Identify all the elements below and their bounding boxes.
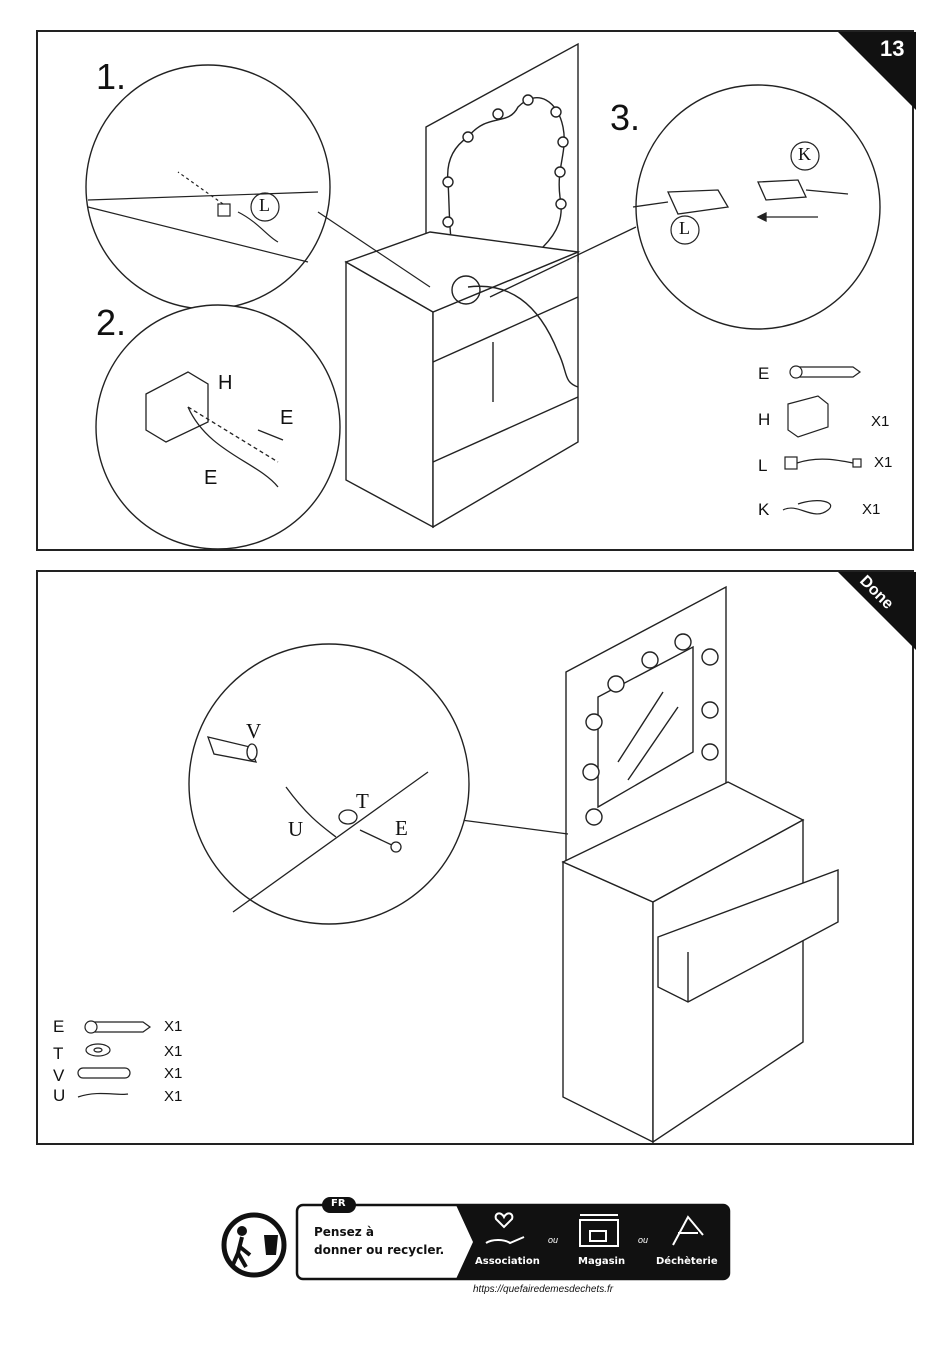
callout-t: T (356, 789, 369, 814)
step-13-illustration (38, 32, 916, 553)
part-t-qty: X1 (164, 1043, 182, 1060)
part-u-qty: X1 (164, 1088, 182, 1105)
option-decheterie: Déchèterie (656, 1256, 718, 1267)
step-3-callout-l: L (679, 218, 690, 239)
step-13-panel: 13 1. 2. 3. L H E E K L E H X1 L X1 K X1 (36, 30, 914, 551)
recycling-url[interactable]: https://quefairedemesdechets.fr (473, 1284, 613, 1295)
step-1-callout-l: L (259, 195, 270, 216)
wall-anchor-detail (189, 644, 469, 924)
message-line-2: donner ou recycler. (314, 1243, 444, 1257)
part-v-qty: X1 (164, 1065, 182, 1082)
part-e-qty: X1 (164, 1018, 182, 1035)
callout-u: U (288, 817, 303, 842)
finished-vanity-drawing (563, 587, 838, 1142)
part-e-letter: E (53, 1017, 64, 1037)
detail-circle-1 (86, 65, 330, 309)
step-3-label: 3. (610, 97, 640, 139)
part-k-letter: K (758, 500, 769, 520)
part-h-qty: X1 (871, 413, 889, 430)
step-2-callout-e2: E (204, 467, 217, 490)
part-l-letter: L (758, 456, 767, 476)
part-h-letter: H (758, 410, 770, 430)
step-2-callout-e1: E (280, 407, 293, 430)
option-magasin: Magasin (578, 1256, 625, 1267)
callout-v: V (246, 719, 261, 744)
detail-circle-3 (636, 85, 880, 329)
done-illustration (38, 572, 916, 1147)
part-k-qty: X1 (862, 501, 880, 518)
or-2: ou (638, 1235, 648, 1245)
page-number: 13 (880, 36, 904, 62)
part-l-qty: X1 (874, 454, 892, 471)
part-v-letter: V (53, 1066, 64, 1086)
option-association: Association (475, 1256, 540, 1267)
triman-logo (224, 1215, 284, 1275)
done-panel: Done V T U E E X1 T X1 V X1 U X1 (36, 570, 914, 1145)
step-2-label: 2. (96, 302, 126, 344)
part-e-letter: E (758, 364, 769, 384)
step-1-label: 1. (96, 56, 126, 98)
or-1: ou (548, 1235, 558, 1245)
callout-e: E (395, 816, 408, 841)
part-u-letter: U (53, 1086, 65, 1106)
message-line-1: Pensez à (314, 1225, 374, 1239)
part-t-letter: T (53, 1044, 63, 1064)
detail-circle-2 (96, 305, 340, 549)
vanity-assembly-drawing (346, 44, 578, 527)
step-3-callout-k: K (798, 144, 811, 165)
recycling-banner: FR Pensez à donner ou recycler. Associat… (218, 1195, 733, 1305)
step-2-callout-h: H (218, 372, 232, 395)
language-badge: FR (331, 1198, 346, 1209)
